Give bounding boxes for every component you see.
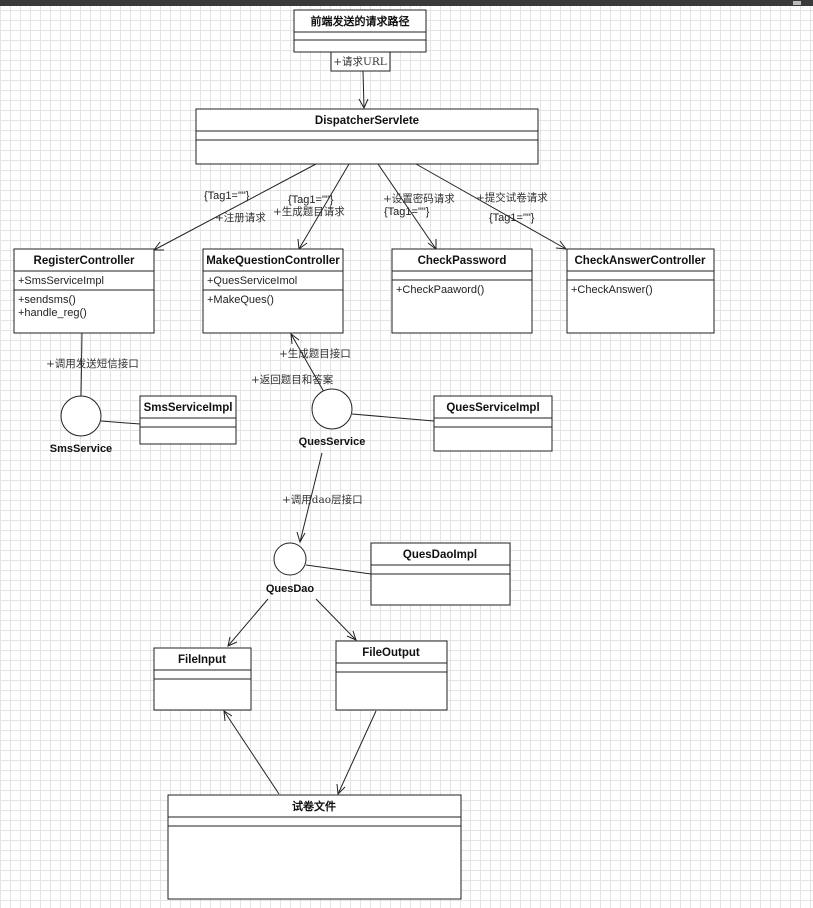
class-dispatcher[interactable]: DispatcherServlete bbox=[195, 108, 539, 165]
conn-ques-dao bbox=[299, 452, 323, 543]
class-daoimpl-name: QuesDaoImpl bbox=[403, 549, 477, 561]
interface-ques-circle[interactable] bbox=[311, 388, 353, 430]
class-register-attr: +SmsServiceImpl bbox=[18, 275, 104, 287]
arrowhead-dao bbox=[296, 531, 306, 544]
label-tag-reg: {Tag1=""} bbox=[204, 190, 250, 202]
arrowhead-makeq-return bbox=[290, 332, 300, 345]
interface-sms-circle[interactable] bbox=[60, 395, 102, 437]
label-ans-request: +提交试卷请求 bbox=[476, 191, 548, 204]
interface-sms-name: SmsService bbox=[50, 443, 112, 455]
class-filein-name: FileInput bbox=[178, 654, 226, 666]
label-gen-interface: +生成题目接口 bbox=[279, 347, 351, 360]
interface-ques-name: QuesService bbox=[299, 436, 366, 448]
class-fileout-name: FileOutput bbox=[362, 647, 420, 659]
class-dispatcher-name: DispatcherServlete bbox=[315, 115, 419, 127]
conn-paper-filein bbox=[223, 710, 280, 795]
conn-dao-filein bbox=[227, 598, 269, 647]
class-checkpwd-method: +CheckPaaword() bbox=[396, 284, 484, 296]
class-quesimpl-name: QuesServiceImpl bbox=[446, 402, 539, 414]
url-label-box: +请求URL bbox=[330, 51, 391, 72]
class-makeq[interactable]: MakeQuestionController +QuesServiceImol … bbox=[202, 248, 344, 334]
conn-ques-makeq bbox=[290, 333, 325, 393]
class-front[interactable]: 前端发送的请求路径 bbox=[293, 9, 427, 53]
arrowhead-dispatcher bbox=[358, 98, 369, 110]
conn-url-dispatcher bbox=[362, 70, 365, 109]
class-makeq-attr: +QuesServiceImol bbox=[207, 275, 297, 287]
interface-dao[interactable]: QuesDao bbox=[266, 542, 315, 595]
class-checkpwd-name: CheckPassword bbox=[418, 255, 507, 267]
conn-fileout-paper bbox=[337, 710, 377, 795]
class-register-name: RegisterController bbox=[34, 255, 135, 267]
conn-dispatcher-makeq bbox=[298, 163, 350, 250]
class-checkpwd[interactable]: CheckPassword +CheckPaaword() bbox=[391, 248, 533, 334]
class-daoimpl[interactable]: QuesDaoImpl bbox=[370, 542, 511, 606]
window-top-bar bbox=[0, 0, 813, 6]
url-label: +请求URL bbox=[333, 55, 387, 68]
label-return-questions: +返回题目和答案 bbox=[251, 373, 334, 386]
conn-ques-quesimpl bbox=[351, 413, 435, 422]
conn-dispatcher-checkans bbox=[415, 163, 567, 250]
class-quesimpl[interactable]: QuesServiceImpl bbox=[433, 395, 553, 452]
label-tag-make: {Tag1=""} bbox=[288, 194, 334, 206]
class-fileout[interactable]: FileOutput bbox=[335, 640, 448, 711]
conn-dao-fileout bbox=[315, 598, 357, 641]
conn-dispatcher-checkpwd bbox=[377, 163, 437, 250]
connectors bbox=[80, 70, 568, 796]
interface-ques[interactable]: QuesService bbox=[299, 388, 366, 448]
arrowhead-filein bbox=[227, 636, 238, 647]
class-checkans-method: +CheckAnswer() bbox=[571, 284, 653, 296]
class-front-name: 前端发送的请求路径 bbox=[311, 14, 410, 28]
conn-dao-daoimpl bbox=[305, 564, 372, 575]
top-bar-accent bbox=[793, 1, 801, 5]
label-pwd-request: +设置密码请求 bbox=[383, 192, 455, 205]
class-paper[interactable]: 试卷文件 bbox=[167, 794, 462, 900]
label-sms-call: +调用发送短信接口 bbox=[46, 357, 139, 370]
conn-sms-smsimpl bbox=[100, 420, 141, 425]
class-register[interactable]: RegisterController +SmsServiceImpl +send… bbox=[13, 248, 155, 334]
conn-dispatcher-register bbox=[153, 163, 317, 251]
class-checkans[interactable]: CheckAnswerController +CheckAnswer() bbox=[566, 248, 715, 334]
interface-dao-circle[interactable] bbox=[273, 542, 307, 576]
label-tag-pwd: {Tag1=""} bbox=[384, 206, 430, 218]
arrowhead-paper bbox=[336, 783, 346, 796]
label-reg-request: +注册请求 bbox=[215, 211, 266, 224]
arrowhead-filein-up bbox=[223, 710, 233, 722]
arrowhead-fileout bbox=[346, 630, 357, 641]
class-register-method: +sendsms() bbox=[18, 294, 76, 306]
label-tag-ans: {Tag1=""} bbox=[489, 212, 535, 224]
connector-labels: {Tag1=""} +注册请求 {Tag1=""} +生成题目请求 +设置密码请… bbox=[46, 190, 548, 506]
class-smsimpl-name: SmsServiceImpl bbox=[144, 402, 233, 414]
interface-sms[interactable]: SmsService bbox=[50, 395, 112, 455]
label-dao-call: +调用dao层接口 bbox=[282, 493, 363, 506]
class-makeq-method: +MakeQues() bbox=[207, 294, 274, 306]
conn-register-sms bbox=[80, 332, 83, 397]
class-smsimpl[interactable]: SmsServiceImpl bbox=[139, 395, 237, 445]
arrowhead-checkans bbox=[555, 240, 568, 250]
class-register-method: +handle_reg() bbox=[18, 307, 87, 319]
class-paper-name: 试卷文件 bbox=[292, 799, 336, 813]
class-filein[interactable]: FileInput bbox=[153, 647, 252, 711]
class-checkans-name: CheckAnswerController bbox=[574, 255, 706, 267]
label-make-request: +生成题目请求 bbox=[273, 205, 345, 218]
interface-dao-name: QuesDao bbox=[266, 583, 315, 595]
class-makeq-name: MakeQuestionController bbox=[206, 255, 340, 267]
